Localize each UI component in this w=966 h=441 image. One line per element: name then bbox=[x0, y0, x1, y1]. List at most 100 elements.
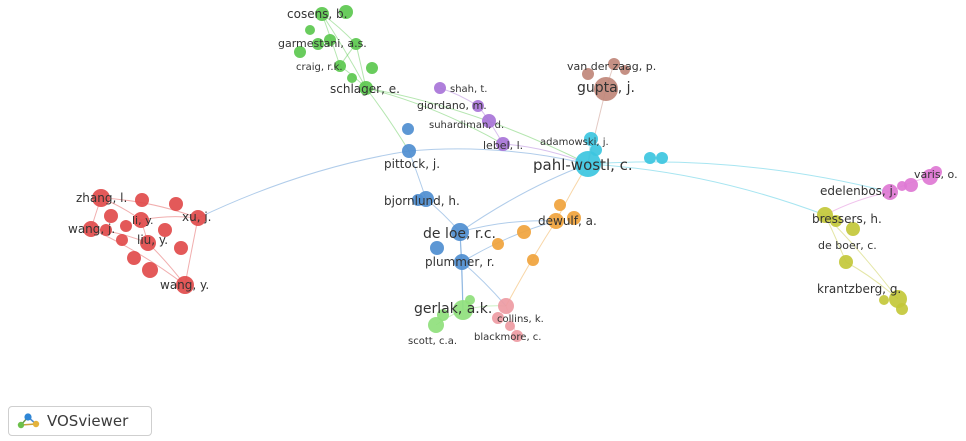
node-label[interactable]: van der zaag, p. bbox=[567, 60, 656, 73]
network-node[interactable] bbox=[582, 68, 594, 80]
network-node[interactable] bbox=[174, 241, 188, 255]
network-node[interactable] bbox=[133, 212, 149, 228]
network-node[interactable] bbox=[839, 255, 853, 269]
network-node[interactable] bbox=[594, 77, 618, 101]
node-label[interactable]: krantzberg, g. bbox=[817, 282, 901, 296]
node-label[interactable]: gerlak, a.k. bbox=[414, 301, 492, 317]
node-label[interactable]: garmestani, a.s. bbox=[278, 37, 367, 50]
network-node[interactable] bbox=[294, 46, 306, 58]
network-node[interactable] bbox=[889, 290, 907, 308]
network-node[interactable] bbox=[575, 151, 601, 177]
network-node[interactable] bbox=[120, 220, 132, 232]
network-node[interactable] bbox=[366, 62, 378, 74]
node-label[interactable]: de boer, c. bbox=[818, 239, 877, 252]
network-node[interactable] bbox=[554, 199, 566, 211]
network-node[interactable] bbox=[437, 309, 449, 321]
network-node[interactable] bbox=[92, 189, 110, 207]
node-label[interactable]: dewulf, a. bbox=[538, 214, 597, 228]
network-node[interactable] bbox=[104, 209, 118, 223]
node-label[interactable]: scott, c.a. bbox=[408, 336, 457, 347]
network-node[interactable] bbox=[142, 262, 158, 278]
network-node[interactable] bbox=[402, 123, 414, 135]
network-node[interactable] bbox=[135, 193, 149, 207]
network-node[interactable] bbox=[127, 251, 141, 265]
node-label[interactable]: suhardiman, d. bbox=[429, 120, 504, 131]
network-node[interactable] bbox=[190, 210, 206, 226]
network-node[interactable] bbox=[846, 222, 860, 236]
network-node[interactable] bbox=[830, 215, 842, 227]
network-node[interactable] bbox=[904, 178, 918, 192]
network-node[interactable] bbox=[350, 38, 362, 50]
node-label[interactable]: varis, o. bbox=[914, 168, 958, 181]
node-label[interactable]: collins, k. bbox=[497, 314, 544, 325]
network-node[interactable] bbox=[116, 234, 128, 246]
node-label[interactable]: giordano, m. bbox=[417, 99, 487, 112]
network-node[interactable] bbox=[492, 312, 504, 324]
network-node[interactable] bbox=[312, 38, 324, 50]
node-label[interactable]: li, y. bbox=[132, 214, 154, 227]
network-node[interactable] bbox=[430, 241, 444, 255]
network-node[interactable] bbox=[584, 132, 598, 146]
node-label[interactable]: zhang, l. bbox=[76, 191, 127, 205]
network-node[interactable] bbox=[511, 330, 523, 342]
node-label[interactable]: lebel, l. bbox=[483, 139, 523, 152]
network-node[interactable] bbox=[453, 300, 473, 320]
node-label[interactable]: craig, r.k. bbox=[296, 62, 343, 73]
node-label[interactable]: wang, j. bbox=[68, 222, 115, 236]
node-label[interactable]: adamowski, j. bbox=[540, 137, 609, 148]
network-node[interactable] bbox=[334, 60, 346, 72]
node-label[interactable]: xu, j. bbox=[182, 210, 211, 224]
network-node[interactable] bbox=[922, 169, 938, 185]
network-node[interactable] bbox=[620, 65, 630, 75]
network-node[interactable] bbox=[100, 224, 112, 236]
network-node[interactable] bbox=[897, 181, 907, 191]
node-label[interactable]: shah, t. bbox=[450, 84, 487, 95]
network-node[interactable] bbox=[451, 223, 469, 241]
network-node[interactable] bbox=[176, 276, 194, 294]
node-label[interactable]: liu, y. bbox=[137, 233, 168, 247]
network-node[interactable] bbox=[315, 7, 329, 21]
network-node[interactable] bbox=[817, 207, 833, 223]
network-node[interactable] bbox=[428, 317, 444, 333]
network-node[interactable] bbox=[158, 223, 172, 237]
network-node[interactable] bbox=[492, 238, 504, 250]
node-label[interactable]: plummer, r. bbox=[425, 255, 495, 269]
network-node[interactable] bbox=[496, 137, 510, 151]
network-node[interactable] bbox=[879, 295, 889, 305]
network-node[interactable] bbox=[402, 144, 416, 158]
node-label[interactable]: edelenbos, j. bbox=[820, 184, 897, 198]
network-node[interactable] bbox=[517, 225, 531, 239]
node-label[interactable]: blackmore, c. bbox=[474, 332, 541, 343]
network-node[interactable] bbox=[454, 254, 470, 270]
network-node[interactable] bbox=[140, 235, 156, 251]
vosviewer-logo[interactable]: VOSviewer bbox=[8, 406, 152, 436]
network-node[interactable] bbox=[305, 25, 315, 35]
node-label[interactable]: pittock, j. bbox=[384, 157, 440, 171]
network-node[interactable] bbox=[359, 81, 373, 95]
network-node[interactable] bbox=[567, 211, 581, 225]
node-label[interactable]: pahl-wostl, c. bbox=[533, 156, 633, 174]
network-node[interactable] bbox=[324, 34, 336, 46]
network-node[interactable] bbox=[505, 321, 515, 331]
node-label[interactable]: wang, y. bbox=[160, 278, 209, 292]
network-node[interactable] bbox=[169, 197, 183, 211]
network-node[interactable] bbox=[472, 100, 484, 112]
node-label[interactable]: gupta, j. bbox=[577, 80, 635, 96]
network-node[interactable] bbox=[656, 152, 668, 164]
node-label[interactable]: bressers, h. bbox=[812, 212, 882, 226]
network-node[interactable] bbox=[83, 221, 99, 237]
network-node[interactable] bbox=[608, 58, 620, 70]
network-node[interactable] bbox=[498, 298, 514, 314]
network-node[interactable] bbox=[347, 73, 357, 83]
node-label[interactable]: cosens, b. bbox=[287, 7, 348, 21]
network-node[interactable] bbox=[482, 114, 496, 128]
network-node[interactable] bbox=[644, 152, 656, 164]
network-node[interactable] bbox=[339, 5, 353, 19]
network-node[interactable] bbox=[418, 191, 434, 207]
node-label[interactable]: bjornlund, h. bbox=[384, 194, 460, 208]
network-node[interactable] bbox=[527, 254, 539, 266]
node-label[interactable]: de loe, r.c. bbox=[423, 226, 496, 242]
network-node[interactable] bbox=[882, 184, 898, 200]
network-node[interactable] bbox=[548, 213, 564, 229]
network-node[interactable] bbox=[434, 82, 446, 94]
